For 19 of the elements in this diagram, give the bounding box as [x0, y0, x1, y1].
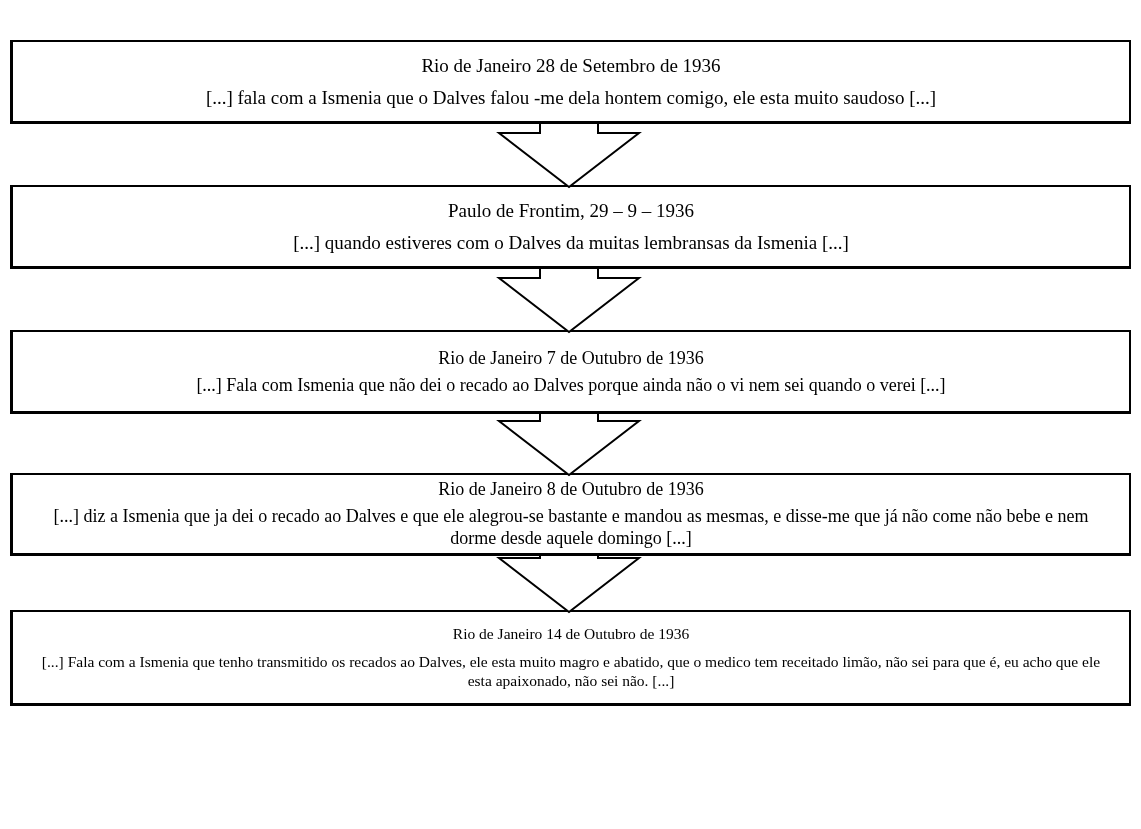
process-box	[10, 185, 1131, 269]
process-box	[10, 40, 1131, 124]
process-box	[10, 473, 1131, 556]
process-box	[10, 330, 1131, 414]
block-arrow	[496, 267, 642, 334]
letter-excerpt: [...] diz a Ismenia que ja dei o recado ao Dalves e que ele alegrou-se bastante e mandou as mesmas, e disse-me que já não come não bebe e nem dorme desde aquele domingo [...]	[53, 504, 1089, 550]
letter-excerpt: [...] quando estiveres com o Dalves da muitas lembransas da Ismenia [...]	[293, 230, 849, 255]
block-arrow	[496, 554, 642, 614]
process-box	[10, 610, 1131, 706]
block-arrow	[496, 122, 642, 189]
place-date-heading: Rio de Janeiro 14 de Outubro de 1936	[452, 624, 690, 644]
letter-excerpt: [...] fala com a Ismenia que o Dalves falou -me dela hontem comigo, ele esta muito saudoso [...]	[205, 85, 937, 110]
place-date-heading: Rio de Janeiro 28 de Setembro de 1936	[421, 53, 721, 78]
letter-excerpt: [...] Fala com a Ismenia que tenho transmitido os recados ao Dalves, ele esta muito magro e abatido, que o medico tem receitado limão, não sei para que é, eu acho que ele esta apaixonado, não sei não. [...]	[40, 651, 1102, 691]
block-arrow	[496, 412, 642, 477]
letter-excerpt: [...] Fala com Ismenia que não dei o recado ao Dalves porque ainda não o vi nem sei quando o verei [...]	[196, 373, 946, 396]
place-date-heading: Rio de Janeiro 7 de Outubro de 1936	[438, 347, 704, 370]
place-date-heading: Rio de Janeiro 8 de Outubro de 1936	[438, 478, 704, 501]
place-date-heading: Paulo de Frontim, 29 – 9 – 1936	[448, 198, 694, 223]
